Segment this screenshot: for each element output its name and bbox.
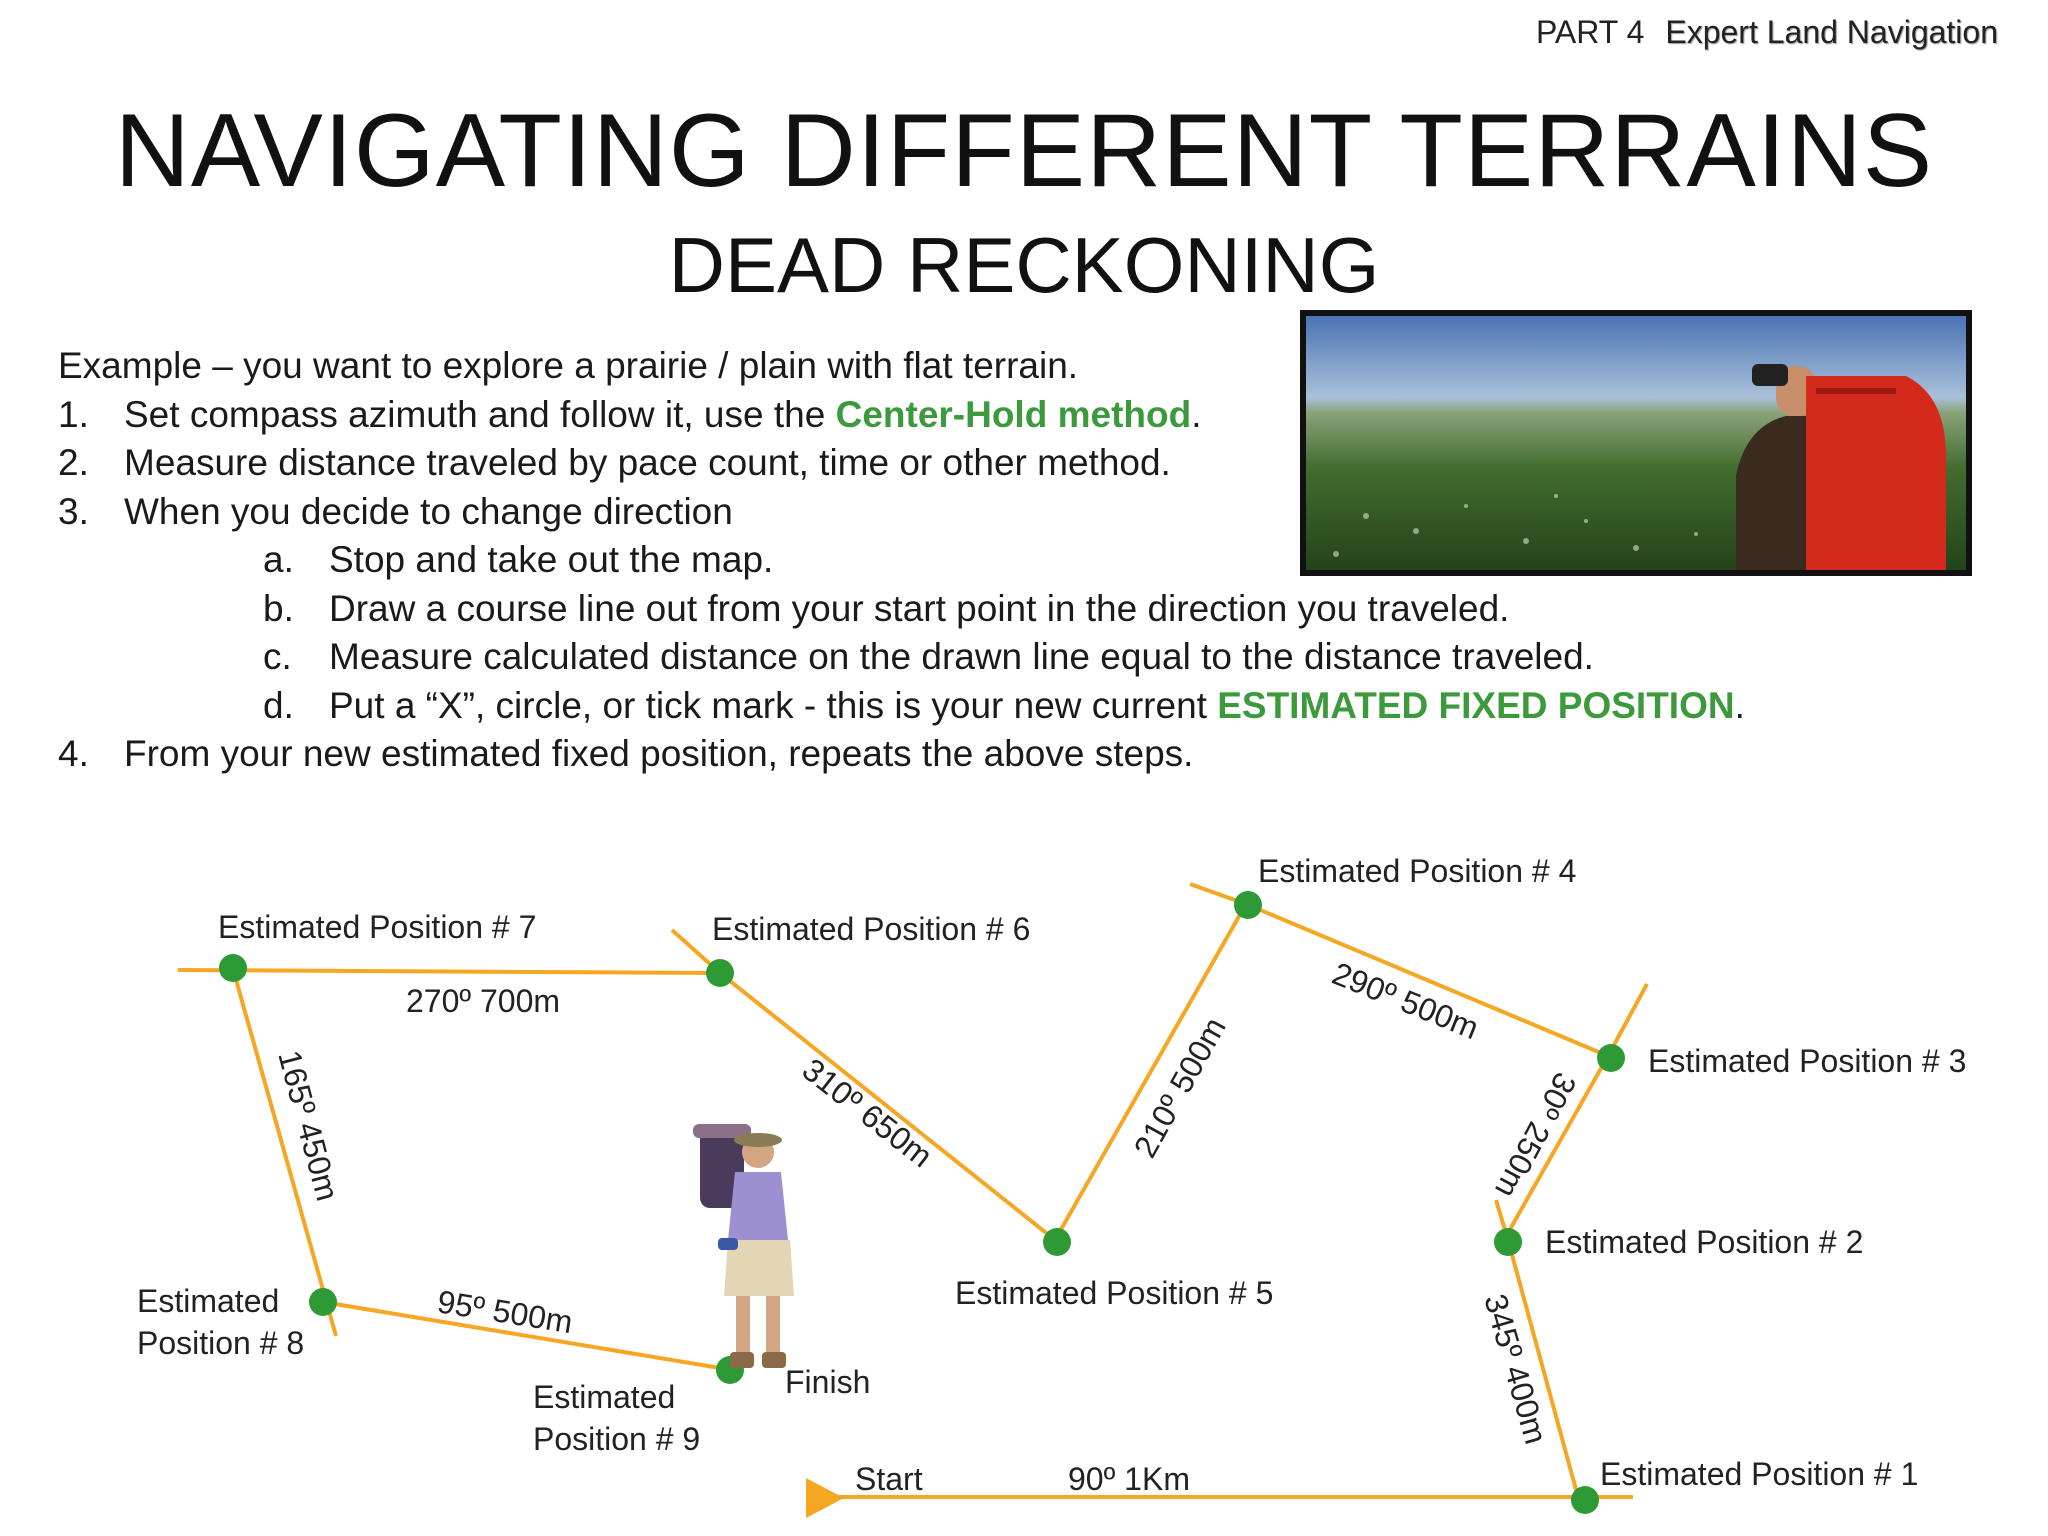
leg-label-7: 270º 700m: [406, 983, 560, 1019]
position-point-6: [706, 959, 734, 987]
position-label-1: Estimated Position # 1: [1600, 1456, 1918, 1492]
position-point-4: [1234, 891, 1262, 919]
route-lines: [177, 882, 1649, 1499]
step-2: 2.Measure distance traveled by pace coun…: [58, 442, 1171, 483]
leg-label-4: 290º 500m: [1327, 955, 1483, 1046]
course-label: Expert Land Navigation: [1665, 14, 1998, 50]
leg-label-6: 310º 650m: [796, 1051, 940, 1174]
position-point-5: [1043, 1228, 1071, 1256]
substep-d: d.Put a “X”, circle, or tick mark - this…: [263, 684, 1745, 726]
page-title: NAVIGATING DIFFERENT TERRAINS: [114, 93, 1934, 209]
position-point-7: [219, 954, 247, 982]
substep-b: b.Draw a course line out from your start…: [263, 587, 1510, 629]
step-4: 4.From your new estimated fixed position…: [58, 733, 1194, 774]
leg-line-2: [1506, 1239, 1580, 1498]
instructions: Example – you want to explore a prairie …: [58, 342, 1745, 779]
position-label-9-line2: Position # 9: [533, 1421, 700, 1457]
position-labels: Estimated Position # 1 Estimated Positio…: [137, 853, 1966, 1497]
prairie-hiker-photo: [1300, 310, 1972, 576]
position-point-1: [1571, 1486, 1599, 1514]
position-label-4: Estimated Position # 4: [1258, 853, 1576, 889]
position-label-8-line2: Position # 8: [137, 1325, 304, 1361]
leg-line-8: [231, 968, 338, 1337]
female-hiker-illustration: [693, 1124, 794, 1368]
leg-line-7: [177, 968, 721, 975]
position-label-2: Estimated Position # 2: [1545, 1224, 1863, 1260]
position-label-6: Estimated Position # 6: [712, 911, 1030, 947]
leg-label-1: 90º 1Km: [1068, 1461, 1190, 1497]
position-label-8-line1: Estimated: [137, 1283, 279, 1319]
start-triangle-icon: [806, 1478, 844, 1518]
leg-labels: 90º 1Km 345º 400m 30º 250m 290º 500m 210…: [271, 955, 1583, 1497]
finish-label: Finish: [785, 1364, 870, 1400]
step-3: 3.When you decide to change direction: [58, 490, 733, 532]
position-label-9-line1: Estimated: [533, 1379, 675, 1415]
start-label: Start: [855, 1461, 923, 1497]
header: PART 4 Expert Land Navigation: [1536, 14, 1998, 51]
substep-c: c.Measure calculated distance on the dra…: [263, 636, 1594, 677]
red-backpack: [1806, 376, 1946, 570]
position-label-3: Estimated Position # 3: [1648, 1043, 1966, 1079]
step-1: 1.Set compass azimuth and follow it, use…: [58, 393, 1202, 435]
position-label-5: Estimated Position # 5: [955, 1275, 1273, 1311]
position-point-2: [1494, 1228, 1522, 1256]
center-hold-highlight: Center-Hold method: [835, 393, 1192, 435]
page-subtitle: DEAD RECKONING: [668, 221, 1380, 309]
position-label-7: Estimated Position # 7: [218, 909, 536, 945]
photo-illustration: [1306, 316, 1966, 570]
leg-line-4: [1245, 902, 1609, 1058]
position-point-3: [1597, 1044, 1625, 1072]
hiker-body: [1736, 416, 1826, 570]
position-points: [219, 891, 1625, 1514]
leg-line-3-overshoot: [1606, 983, 1649, 1057]
part-label: PART 4: [1535, 14, 1645, 50]
leg-line-5: [1053, 903, 1248, 1241]
leg-label-8: 165º 450m: [271, 1046, 346, 1204]
leg-line-6: [718, 971, 1057, 1242]
substep-a: a.Stop and take out the map.: [263, 539, 774, 580]
intro-text: Example – you want to explore a prairie …: [58, 345, 1079, 386]
estimated-fixed-position-highlight: ESTIMATED FIXED POSITION: [1217, 684, 1735, 726]
position-point-8: [309, 1288, 337, 1316]
leg-line-3: [1502, 1055, 1610, 1241]
leg-line-9: [322, 1300, 733, 1372]
